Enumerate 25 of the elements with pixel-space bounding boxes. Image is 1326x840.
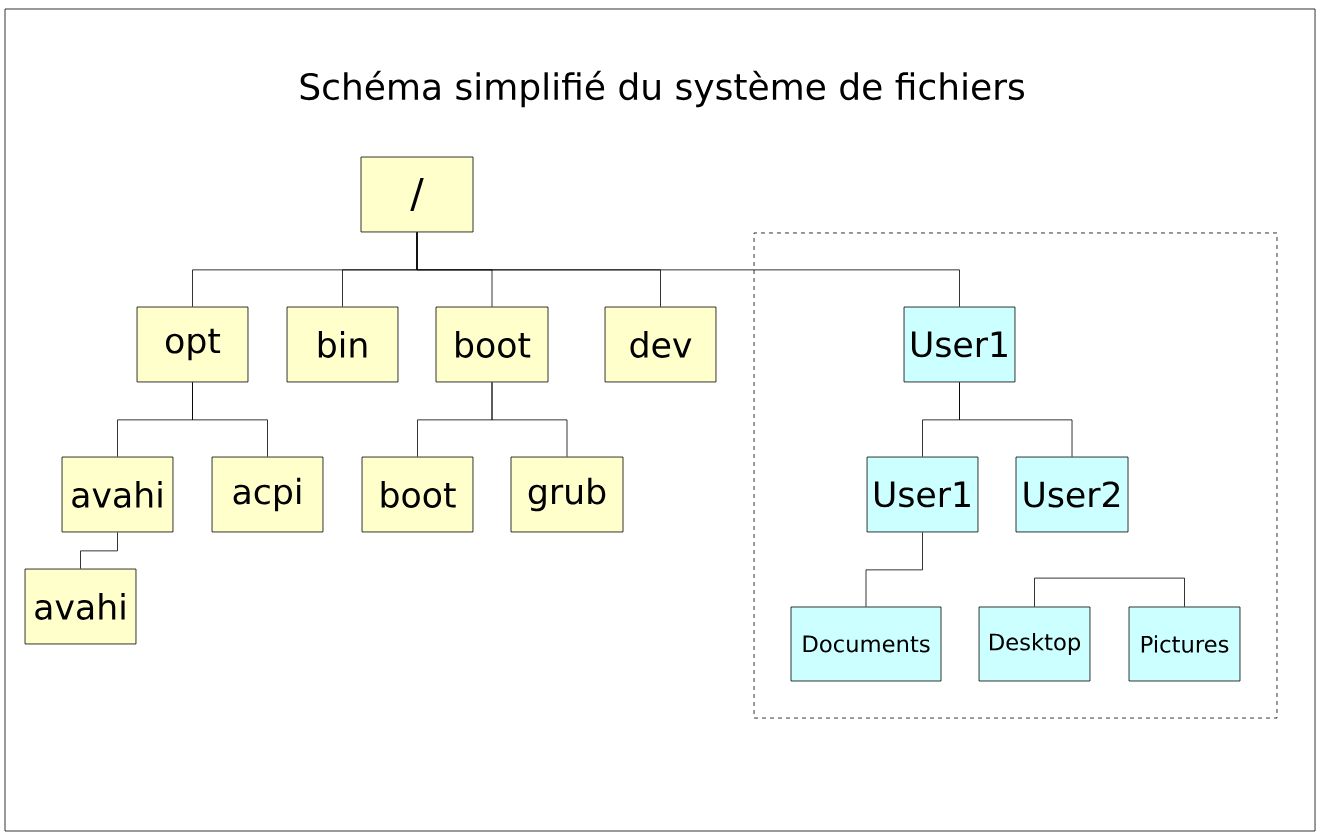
folder-box: bin <box>286 306 399 383</box>
folder-box: avahi <box>24 568 137 645</box>
folder-box: dev <box>604 306 717 383</box>
folder-box: Desktop <box>978 606 1091 682</box>
folder-box: avahi <box>61 456 174 533</box>
connector-line <box>416 231 960 308</box>
connector-line <box>491 381 568 458</box>
folder-box: boot <box>435 306 549 383</box>
folder-box: Pictures <box>1128 606 1241 682</box>
connector-line <box>959 381 1073 458</box>
folder-box: boot <box>361 456 474 533</box>
folder-box: User1 <box>903 306 1016 383</box>
folder-box: grub <box>510 456 624 533</box>
connector-line <box>1034 577 1185 607</box>
folder-box: User2 <box>1015 456 1129 533</box>
folder-box: Documents <box>790 606 942 682</box>
folder-box: User1 <box>866 456 979 533</box>
connector-line <box>192 381 268 458</box>
folder-box: acpi <box>211 456 324 533</box>
connector-line <box>80 531 118 570</box>
group-frame <box>753 232 1278 719</box>
folder-box: opt <box>136 306 249 383</box>
folder-box: / <box>360 156 474 233</box>
title: Schéma simplifié du système de fichiers <box>300 70 1024 108</box>
connector-line <box>865 531 923 607</box>
